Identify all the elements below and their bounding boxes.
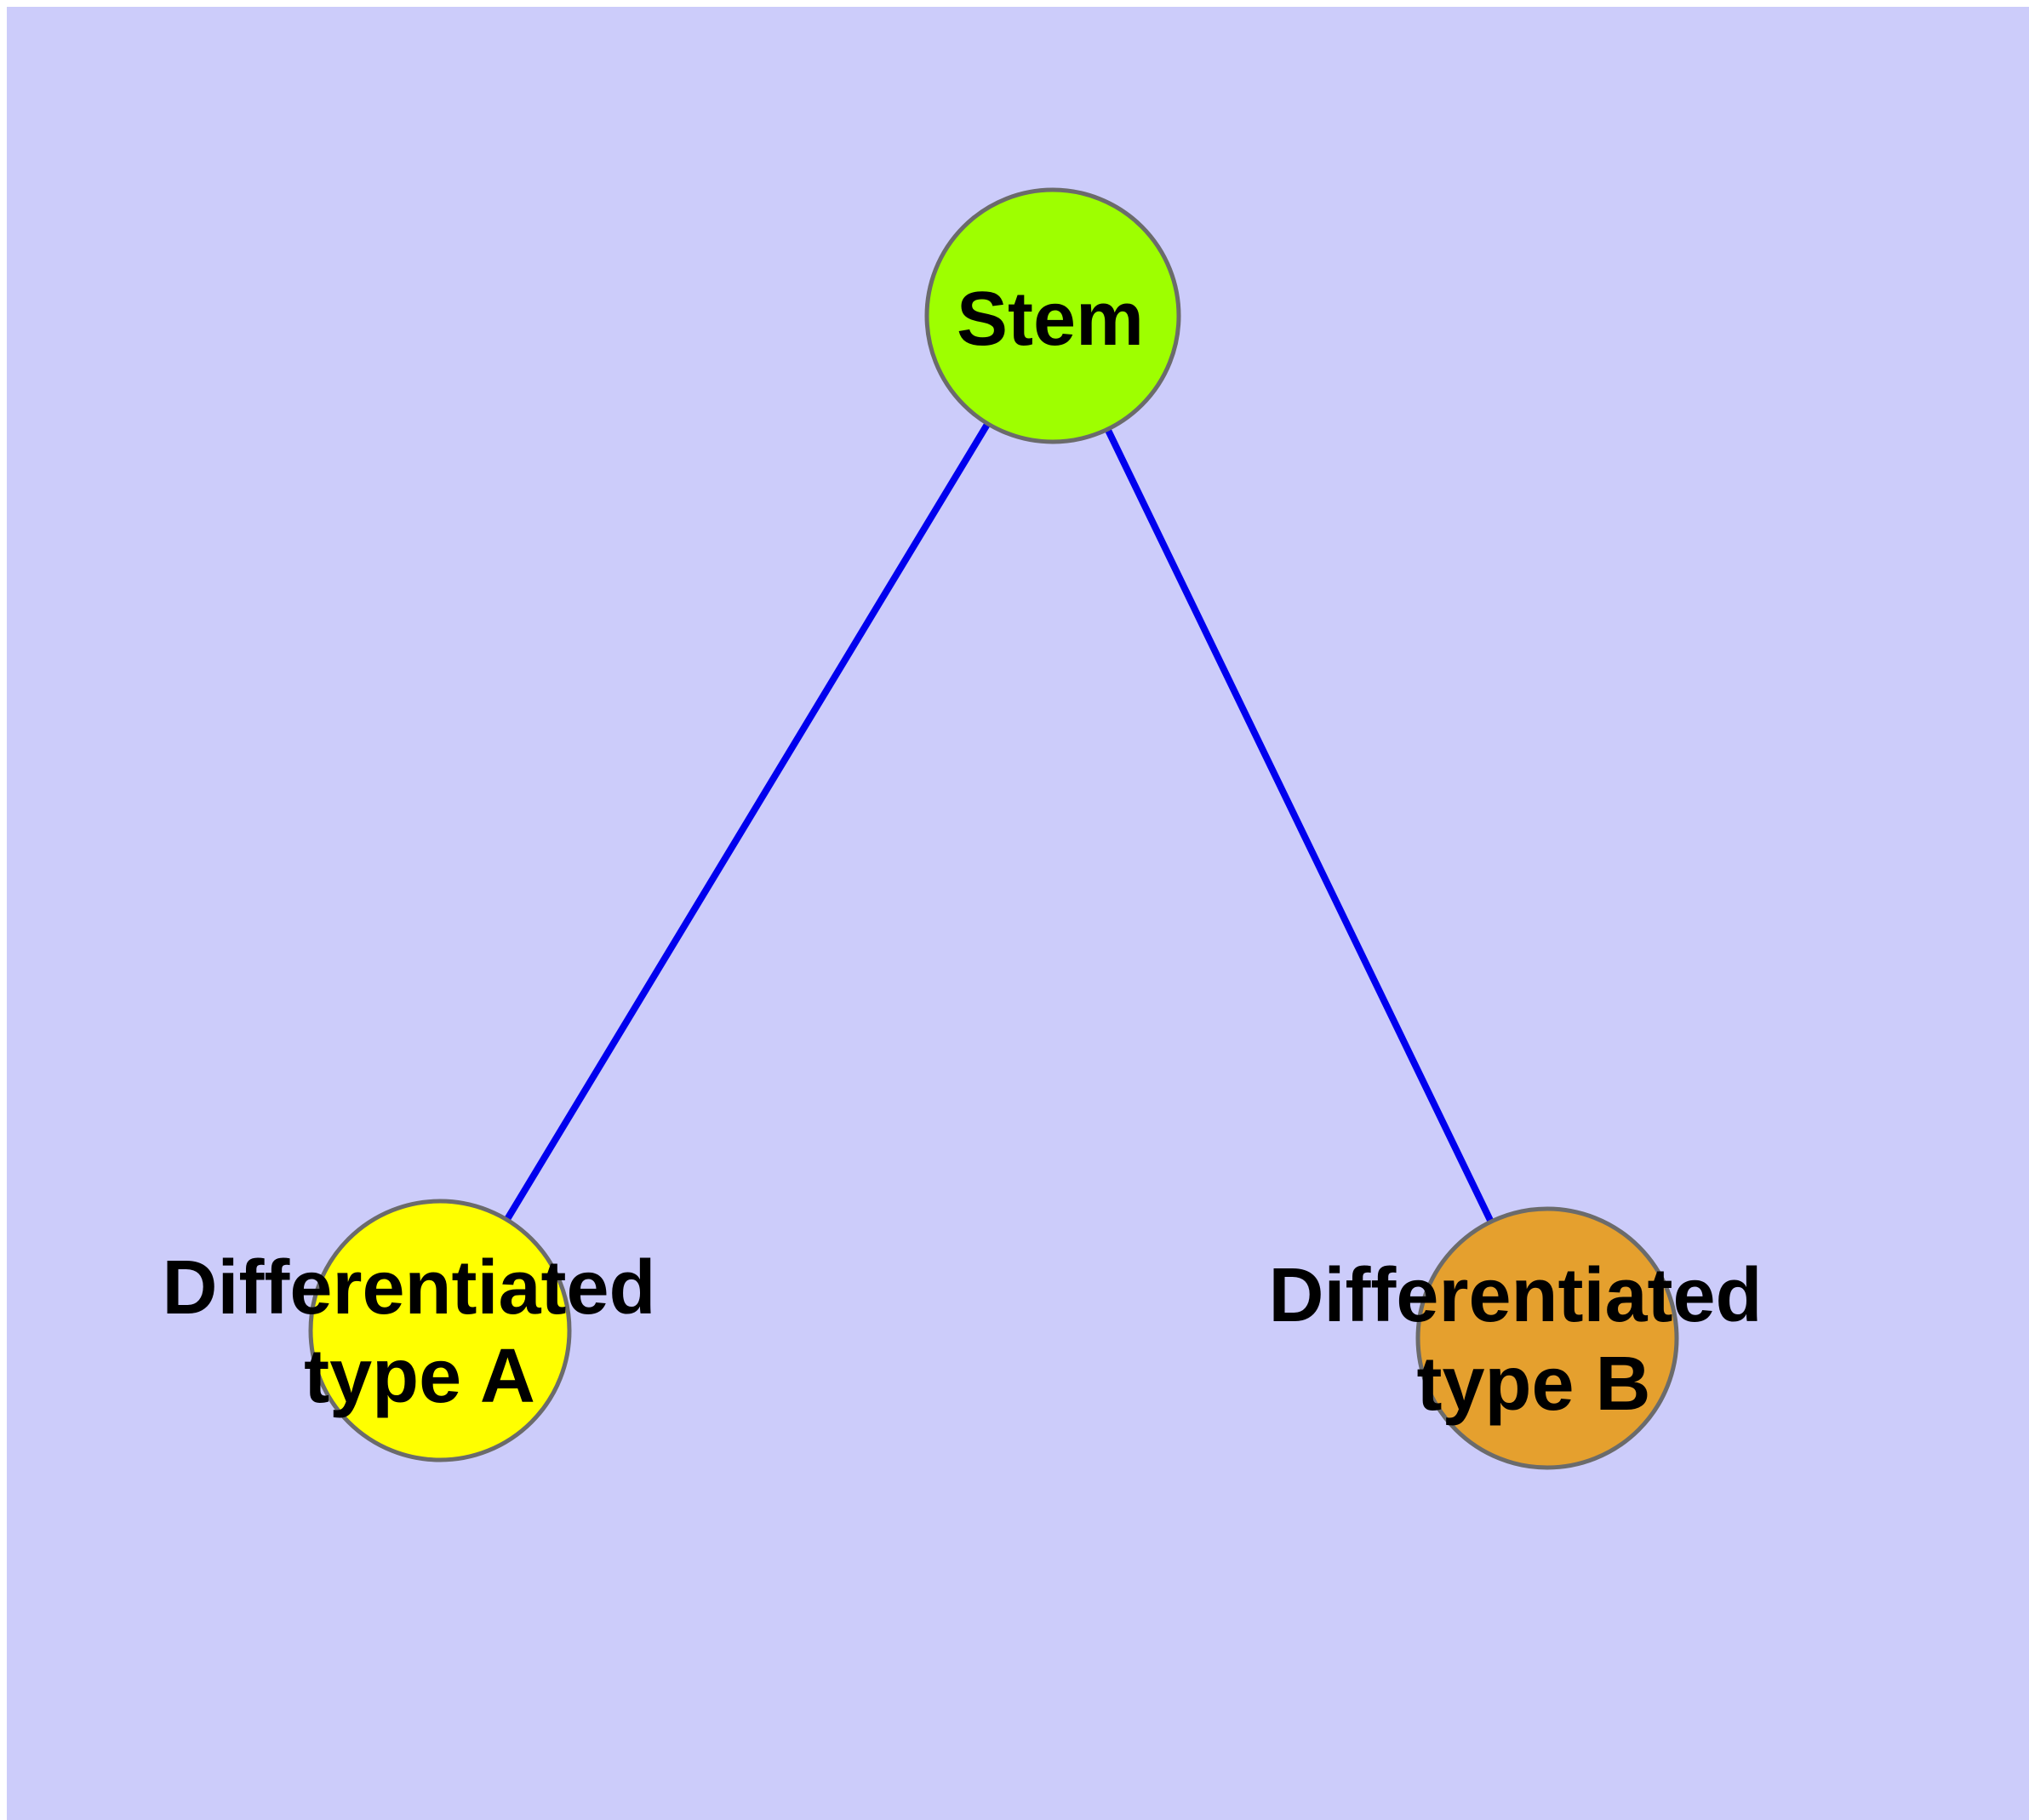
node-differentiated-type-b-circle[interactable] bbox=[1415, 1206, 1679, 1470]
edges-layer bbox=[437, 313, 1551, 1340]
edge-stem-to-differentiated-type-a[interactable] bbox=[437, 313, 1056, 1333]
node-stem[interactable] bbox=[924, 187, 1181, 444]
node-differentiated-type-a-label: Differentiated type A bbox=[162, 1245, 677, 1419]
labels-layer: Stem Differentiated type A Differentiate… bbox=[162, 277, 1783, 1427]
node-stem-circle[interactable] bbox=[924, 187, 1181, 444]
edge-stem-to-differentiated-type-b[interactable] bbox=[1049, 314, 1551, 1340]
node-differentiated-type-a[interactable] bbox=[308, 1199, 572, 1462]
node-differentiated-type-b-label: Differentiated type B bbox=[1268, 1253, 1783, 1427]
node-differentiated-type-b[interactable] bbox=[1415, 1206, 1679, 1470]
node-differentiated-type-a-label-line-2: type A bbox=[304, 1334, 535, 1419]
node-differentiated-type-a-circle[interactable] bbox=[308, 1199, 572, 1462]
node-differentiated-type-b-label-line-1: Differentiated bbox=[1268, 1253, 1762, 1338]
node-stem-label-line-1: Stem bbox=[957, 277, 1144, 362]
node-stem-label: Stem bbox=[957, 277, 1144, 362]
nodes-layer bbox=[308, 187, 1679, 1470]
node-differentiated-type-a-label-line-1: Differentiated bbox=[162, 1245, 655, 1331]
node-differentiated-type-b-label-line-2: type B bbox=[1416, 1342, 1650, 1427]
